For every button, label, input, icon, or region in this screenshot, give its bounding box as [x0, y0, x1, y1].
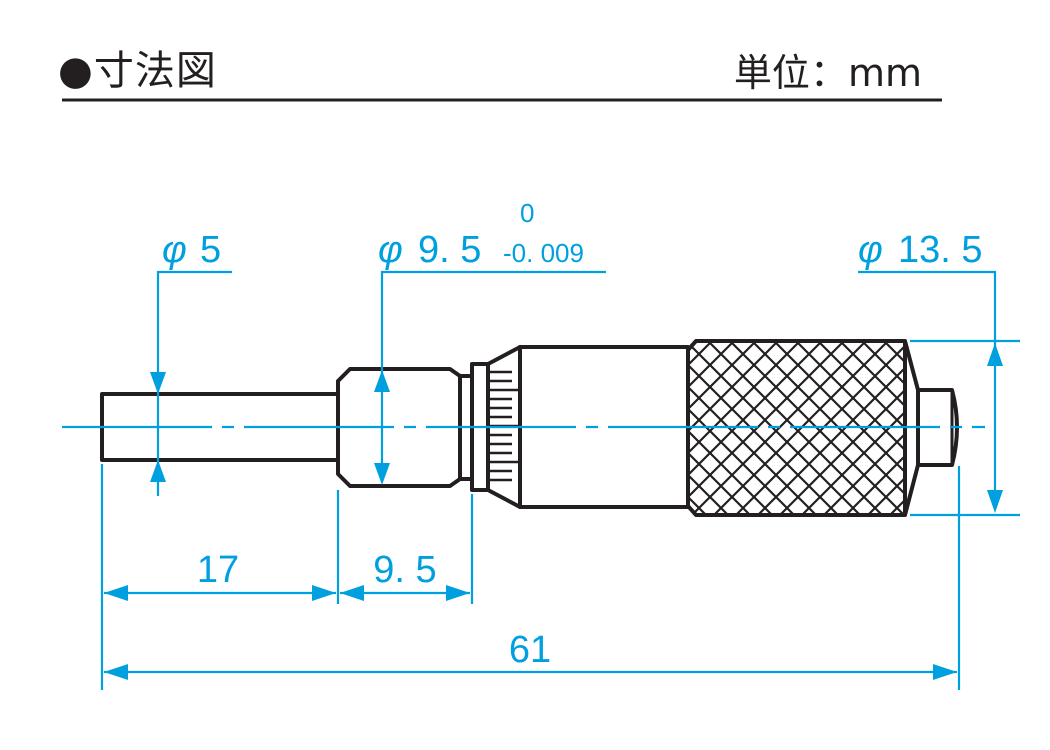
bullet-icon: ●: [58, 48, 94, 94]
dim-17-label: 17: [197, 549, 239, 591]
phi9_5-symbol: φ: [378, 229, 403, 271]
dimension-lines: [62, 270, 1020, 690]
unit-label: 単位：mm: [734, 42, 922, 97]
phi5-leader: [156, 270, 232, 496]
page-title: ●寸法図: [58, 38, 217, 96]
phi9_5-tol-lower: -0. 009: [503, 238, 584, 268]
phi13_5-symbol: φ: [858, 229, 883, 271]
phi9_5-leader: [380, 270, 606, 478]
unit-value: mm: [847, 51, 922, 95]
phi5-value: 5: [200, 229, 221, 271]
graduation-ticks: [490, 370, 518, 482]
phi9_5-value: 9. 5: [418, 229, 481, 271]
phi13_5-leader: [858, 270, 997, 505]
dimension-labels: φ 5 φ 9. 5 0 -0. 009 φ 13. 5 17 9. 5 61: [162, 198, 983, 671]
phi13_5-value: 13. 5: [898, 229, 983, 271]
unit-separator: ：: [809, 51, 848, 95]
dim-9_5-label: 9. 5: [373, 549, 436, 591]
dim-61-label: 61: [509, 629, 551, 671]
phi9_5-tol-upper: 0: [520, 198, 534, 228]
arrowheads: [104, 343, 1003, 680]
unit-label-text: 単位: [733, 51, 810, 95]
phi5-symbol: φ: [162, 229, 187, 271]
title-text: 寸法図: [93, 48, 217, 94]
